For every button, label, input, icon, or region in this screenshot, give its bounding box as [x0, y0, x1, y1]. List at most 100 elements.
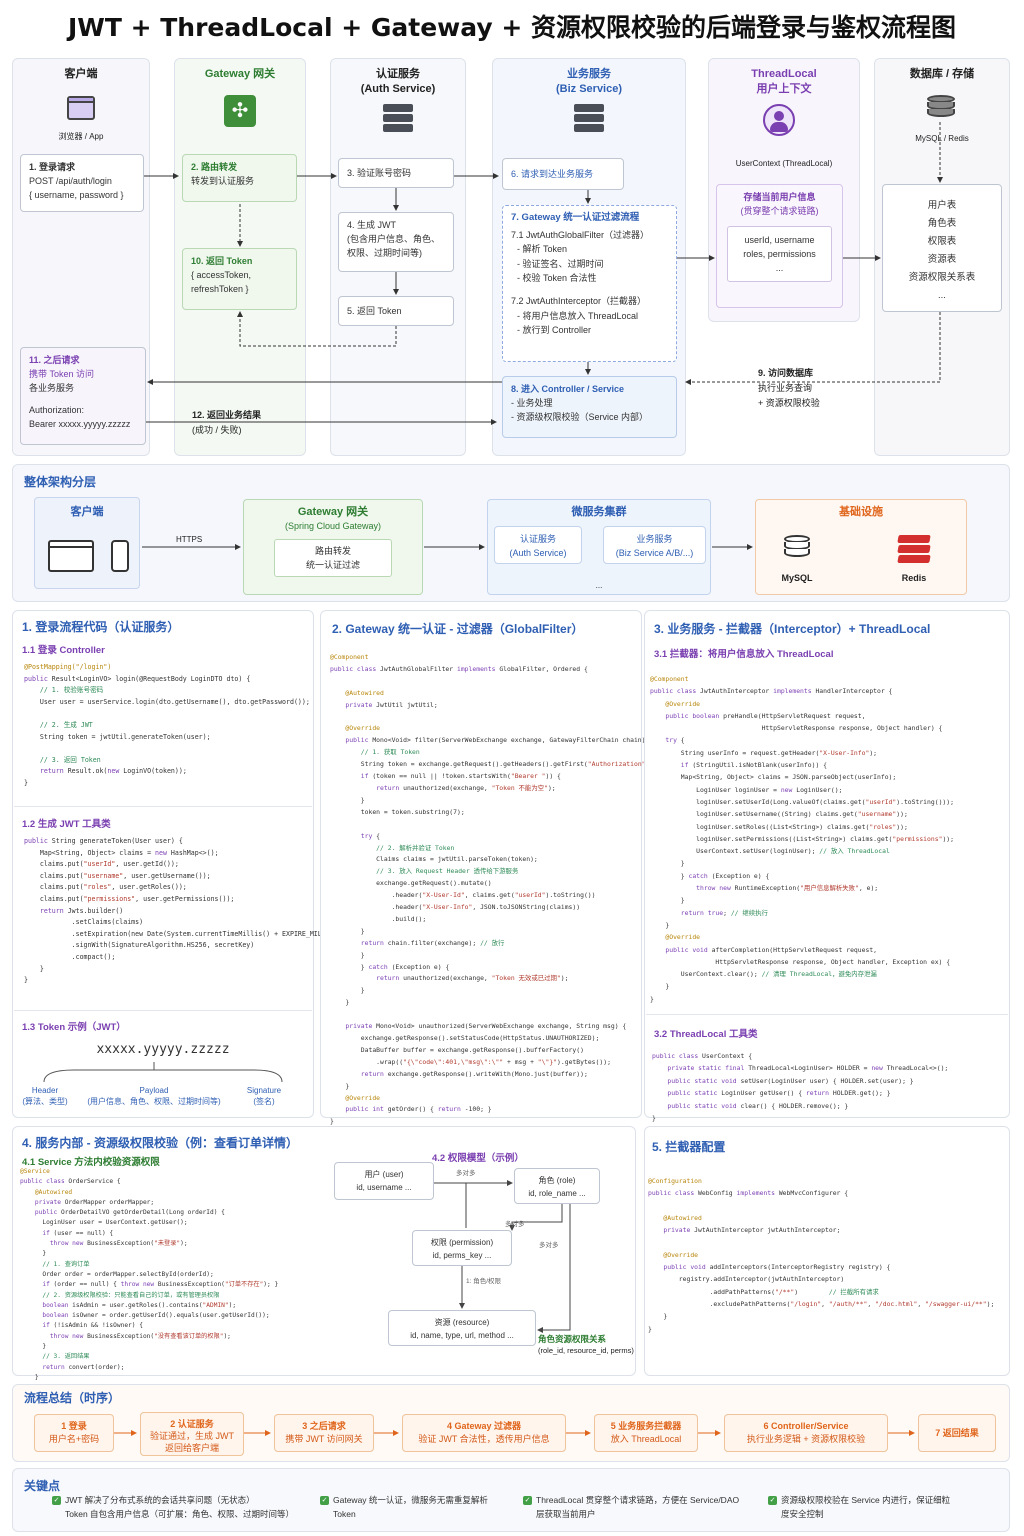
section-3-panel [644, 610, 1010, 1118]
arch-biz-service: 业务服务 (Biz Service A/B/...) [603, 526, 706, 564]
lane-biz-title: 业务服务 [567, 68, 611, 80]
step-5-return-token: 5. 返回 Token [338, 296, 454, 326]
lane-gateway-title: Gateway 网关 [204, 68, 276, 80]
summary-step-4: 4 Gateway 过滤器验证 JWT 合法性，透传用户信息 [402, 1414, 566, 1452]
summary-step-5: 5 业务服务拦截器放入 ThreadLocal [594, 1414, 698, 1452]
keypoints-title: 关键点 [24, 1479, 61, 1493]
threadlocal-store: 存储当前用户信息 (贯穿整个请求链路) userId, username rol… [716, 184, 843, 308]
token-example: xxxxx.yyyyy.zzzzz [96, 1042, 230, 1057]
lane-biz-sub: (Biz Service) [555, 83, 623, 95]
model-user: 用户 (user)id, username ... [334, 1162, 434, 1200]
step-6-request-arrives: 6. 请求到达业务服务 [502, 158, 624, 190]
lane-db-title: 数据库 / 存储 [909, 68, 975, 80]
step-10-return-token: 10. 返回 Token { accessToken, refreshToken… [182, 248, 297, 310]
summary-step-1: 1 登录用户名+密码 [34, 1414, 114, 1452]
model-permission: 权限 (permission)id, perms_key ... [412, 1230, 512, 1266]
summary-arrows [114, 1430, 915, 1436]
step-9-db-access: 9. 访问数据库 执行业务查询 + 资源权限校验 [758, 368, 820, 408]
lane-client-title: 客户端 [64, 68, 98, 80]
summary-step-7: 7 返回结果 [918, 1414, 996, 1452]
redis-icon [897, 535, 931, 563]
lane-client-sub: 浏览器 / App [58, 132, 104, 141]
step-1-login-request: 1. 登录请求 POST /api/auth/login { username,… [20, 154, 144, 212]
section-4-sub-1: 4.1 Service 方法内校验资源权限 [22, 1157, 160, 1168]
step-11-later-request: 11. 之后请求 携带 Token 访问 各业务服务 Authorization… [20, 347, 146, 445]
db-tables: 用户表 角色表 权限表 资源表 资源权限关系表 ... [882, 184, 1002, 312]
summary-title: 流程总结（时序） [24, 1391, 121, 1405]
page-title: JWT + ThreadLocal + Gateway + 资源权限校验的后端登… [67, 13, 957, 42]
laptop-icon [48, 540, 94, 572]
flow-arrows [144, 122, 943, 425]
login-controller-code: @PostMapping("/login") public Result<Log… [24, 663, 310, 787]
section-4-sub-2: 4.2 权限模型（示例） [432, 1153, 524, 1164]
check-icon: ✓ [320, 1496, 329, 1506]
model-link-1: 多对多 [456, 1170, 476, 1177]
mysql-label: MySQL [781, 573, 813, 583]
lane-tl-caption: UserContext (ThreadLocal) [735, 159, 833, 168]
arch-auth-service: 认证服务 (Auth Service) [494, 526, 582, 564]
check-icon: ✓ [52, 1496, 61, 1506]
section-1-panel [12, 610, 314, 1118]
section-1-sub-1: 1.1 登录 Controller [22, 645, 105, 656]
lane-tl-sub: 用户上下文 [756, 83, 812, 95]
order-service-code: @Service public class OrderService { @Au… [20, 1168, 279, 1391]
model-link-2: 多对多 [505, 1221, 525, 1228]
server-icon [383, 104, 413, 132]
step-12-result: 12. 返回业务结果 (成功 / 失败) [192, 410, 262, 435]
lane-auth-sub: (Auth Service) [360, 83, 436, 95]
lane-auth-title: 认证服务 [376, 68, 420, 80]
step-8-controller: 8. 进入 Controller / Service - 业务处理 - 资源级权… [502, 376, 677, 438]
token-signature: Signature(签名) [246, 1086, 282, 1106]
model-resource: 资源 (resource)id, name, type, url, method… [388, 1310, 536, 1346]
token-header: Header(算法、类型) [22, 1086, 68, 1106]
section-1-sub-2: 1.2 生成 JWT 工具类 [22, 819, 111, 830]
keypoint-1: ✓JWT 解决了分布式系统的会话共享问题（无状态） Token 自包含用户信息（… [52, 1495, 295, 1519]
jwt-util-code: public String generateToken(User user) {… [24, 837, 342, 985]
step-7-gateway-filter: 7. Gateway 统一认证过滤流程 7.1 JwtAuthGlobalFil… [502, 205, 677, 362]
token-brace [43, 1062, 283, 1083]
model-role: 角色 (role)id, role_name ... [514, 1168, 600, 1204]
step-2-route: 2. 路由转发 转发到认证服务 [182, 154, 297, 202]
section-1-sub-3: 1.3 Token 示例（JWT） [22, 1022, 126, 1033]
section-5-title: 5. 拦截器配置 [652, 1140, 726, 1154]
arch-arrows [142, 544, 753, 550]
section-4-title: 4. 服务内部 - 资源级权限校验（例：查看订单详情） [22, 1136, 299, 1150]
webconfig-code: @Configuration public class WebConfig im… [648, 1177, 995, 1333]
phone-icon [111, 540, 129, 572]
user-icon [763, 104, 795, 136]
section-3-sub-1: 3.1 拦截器：将用户信息放入 ThreadLocal [654, 649, 834, 660]
arch-more: ... [595, 581, 603, 590]
server-icon [574, 104, 604, 132]
arch-gateway: Gateway 网关 (Spring Cloud Gateway) 路由转发 统… [243, 499, 423, 595]
lane-db-sub: MySQL / Redis [915, 134, 969, 143]
database-icon [927, 95, 955, 125]
section-2-title: 2. Gateway 统一认证 - 过滤器（GlobalFilter） [332, 622, 584, 636]
gateway-icon: ✣ [224, 95, 256, 127]
section-5-panel [644, 1126, 1010, 1376]
architecture-title: 整体架构分层 [24, 475, 97, 489]
keypoint-2: ✓Gateway 统一认证，微服务无需重复解析 Token [320, 1495, 488, 1519]
model-link-4: 1: 角色/权限 [466, 1278, 502, 1285]
keypoint-3: ✓ThreadLocal 贯穿整个请求链路，方便在 Service/DAO 层获… [523, 1495, 740, 1519]
mysql-icon [784, 535, 810, 565]
summary-step-3: 3 之后请求携带 JWT 访问网关 [274, 1414, 374, 1452]
redis-label: Redis [901, 573, 927, 583]
step-3-verify: 3. 验证账号密码 [338, 158, 454, 188]
section-2-panel [320, 610, 642, 1118]
permission-model-links [434, 1180, 571, 1333]
model-role-resource: 角色资源权限关系 (role_id, resource_id, perms) [538, 1334, 634, 1355]
gateway-filter-code: @Component public class JwtAuthGlobalFil… [330, 653, 653, 1126]
check-icon: ✓ [768, 1496, 777, 1506]
interceptor-code: @Component public class JwtAuthIntercept… [650, 675, 954, 1003]
step-4-gen-jwt: 4. 生成 JWT (包含用户信息、角色、 权限、过期时间等) [338, 212, 454, 272]
check-icon: ✓ [523, 1496, 532, 1506]
section-1-title: 1. 登录流程代码（认证服务） [22, 620, 180, 634]
model-link-3: 多对多 [539, 1242, 559, 1249]
section-3-title: 3. 业务服务 - 拦截器（Interceptor）+ ThreadLocal [654, 622, 931, 636]
https-label: HTTPS [176, 535, 203, 544]
keypoints-panel [12, 1468, 1010, 1532]
lane-tl-title: ThreadLocal [751, 68, 817, 80]
usercontext-code: public class UserContext { private stati… [652, 1052, 949, 1123]
